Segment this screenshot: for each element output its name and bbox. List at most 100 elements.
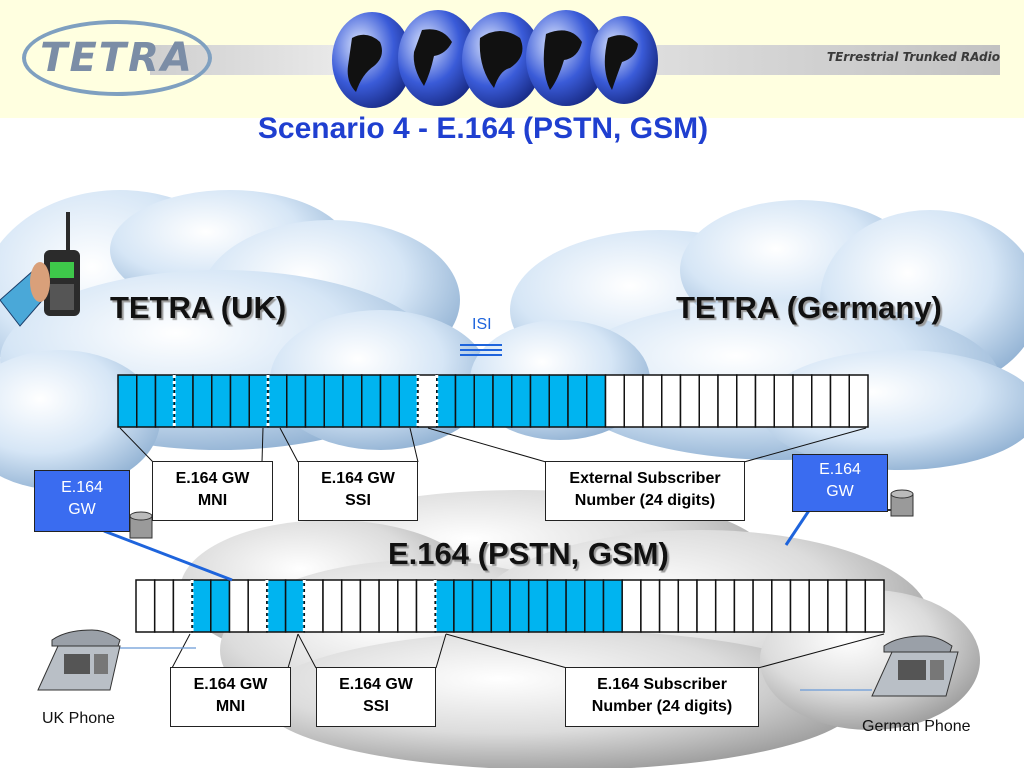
digit-cell [827,579,848,633]
cloud-tetra-germany [470,200,1024,470]
digit-cell [754,374,775,428]
digit-cell [789,579,810,633]
digit-cell [509,579,530,633]
digit-cell [117,374,138,428]
german-phone-label: German Phone [862,718,971,735]
digit-cell [640,579,661,633]
digit-cell [211,374,232,428]
digit-cell [173,374,194,428]
top-field-gw-mni: E.164 GW MNI [152,461,273,521]
digit-cell [359,579,380,633]
digit-cell [621,579,642,633]
isi-link [460,344,502,356]
top-field-gw-ssi-line2: SSI [345,492,371,509]
desk-phone-icon [871,635,959,697]
digit-cell [417,374,438,428]
digit-cell [752,579,773,633]
digit-cell [848,374,869,428]
pstn-network-label: E.164 (PSTN, GSM) [388,536,669,571]
globe-icon [398,10,478,106]
digit-cell [434,579,455,633]
digit-cell [361,374,382,428]
bottom-field-subscriber-number-line2: Number (24 digits) [591,698,733,715]
bottom-field-connectors [171,633,885,669]
digit-cell [154,374,175,428]
digit-cell [397,579,418,633]
globe-icon [462,12,542,108]
digit-cell [714,579,736,633]
digit-cell [473,374,494,428]
digit-cell [529,374,550,428]
gateway-right-line2: GW [826,483,854,500]
tetra-uk-label: TETRA (UK) [110,290,287,325]
logo-ring [22,20,212,96]
top-field-gw-ssi: E.164 GW SSI [298,461,418,521]
bottom-field-gw-ssi-line2: SSI [363,698,389,715]
radio-handset-icon [0,212,80,327]
globe-icon [332,12,412,108]
digit-cell [792,374,813,428]
digit-cell [398,374,419,428]
top-field-external-number-line2: Number (24 digits) [574,492,716,509]
bottom-field-gw-mni: E.164 GW MNI [170,667,291,727]
digit-cell [736,374,757,428]
digit-cell [322,579,343,633]
digit-cell [172,579,193,633]
gateway-right: E.164 GW [792,454,888,512]
digit-cell [136,374,157,428]
digit-cell [565,579,586,633]
digit-cell [548,374,569,428]
top-field-connectors [119,427,867,463]
top-field-gw-ssi-line1: E.164 GW [321,470,395,487]
bottom-field-gw-ssi: E.164 GW SSI [316,667,436,727]
digit-cell [210,579,231,633]
digit-cell [191,579,212,633]
digit-cell [415,579,436,633]
digit-cell [192,374,213,428]
digit-cell [845,579,867,633]
digit-cell [623,374,644,428]
digit-cell [228,579,249,633]
digit-cell [378,579,399,633]
digit-cell [453,579,474,633]
digit-cell [661,374,682,428]
bottom-field-gw-ssi-line1: E.164 GW [339,676,413,693]
bottom-number-strip [135,579,885,633]
digit-cell [454,374,475,428]
desk-phone-icon [37,629,121,691]
uk-phone-label: UK Phone [42,710,115,727]
digit-cell [567,374,588,428]
digit-cell [248,374,269,428]
digit-cell [677,579,698,633]
gateway-left-line2: GW [68,501,96,518]
digit-cell [698,374,719,428]
globes-graphic [332,10,658,108]
digit-cell [773,374,794,428]
gateway-left-line1: E.164 [61,479,103,496]
digit-cell [808,579,829,633]
digit-cell [342,374,363,428]
tagline: TErrestrial Trunked RAdio [826,50,1000,64]
digit-cell [340,579,362,633]
digit-cell [602,579,623,633]
digit-cell [604,374,625,428]
digit-cell [584,579,605,633]
digit-cell [811,374,832,428]
tetra-germany-label: TETRA (Germany) [676,290,942,325]
bottom-field-subscriber-number: E.164 Subscriber Number (24 digits) [565,667,759,727]
digit-cell [135,579,156,633]
digit-cell [771,579,792,633]
digit-cell [490,579,511,633]
isi-label: ISI [472,316,492,333]
digit-cell [696,579,717,633]
bottom-field-gw-mni-line1: E.164 GW [193,676,268,693]
top-field-external-number-line1: External Subscriber [569,470,721,487]
digit-cell [717,374,738,428]
gateway-right-line1: E.164 [819,461,861,478]
page-title: Scenario 4 - E.164 (PSTN, GSM) [257,112,709,145]
globe-icon [526,10,606,106]
tetra-logo: TETRA [40,35,194,81]
globe-icon [590,16,658,104]
digit-cell [436,374,457,428]
digit-cell [642,374,663,428]
